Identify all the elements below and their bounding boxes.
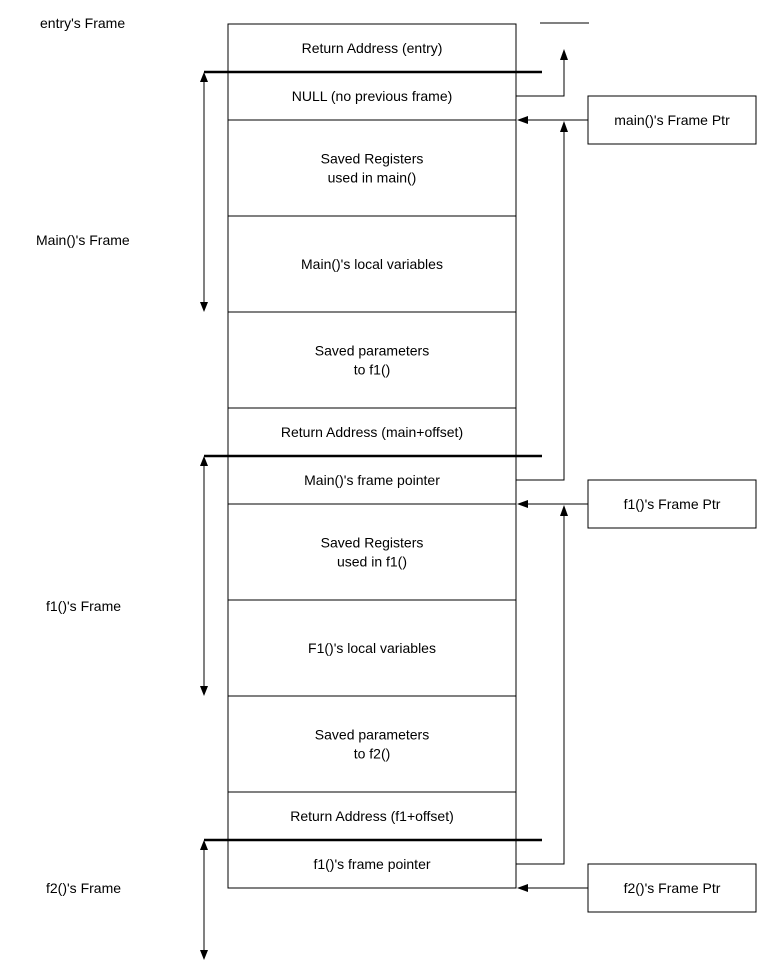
stack-cell-text: used in f1() [337,554,407,570]
stack-cell-text: F1()'s local variables [308,640,436,656]
f2-frame-ptr-arrow [517,884,588,892]
stack-cell-text: Saved parameters [315,343,429,359]
stack-column: Return Address (entry) NULL (no previous … [227,23,517,889]
stack-cell-text: Main()'s frame pointer [304,472,440,488]
stack-cell: Saved parameters to f1() [227,311,517,409]
stack-cell-text: f1()'s frame pointer [313,856,430,872]
stack-cell: NULL (no previous frame) [227,71,517,121]
f2-frame-ptr-label: f2()'s Frame Ptr [624,880,721,896]
stack-cell: Return Address (main+offset) [227,407,517,457]
main-frame-ptr-label: main()'s Frame Ptr [614,112,730,128]
main-frame-ptr-arrow [517,116,588,124]
stack-cell-text: Return Address (main+offset) [281,424,463,440]
stack-cell: Saved Registers used in f1() [227,503,517,601]
stack-cell: Main()'s local variables [227,215,517,313]
f1-frame-pointer-link-arrow [516,505,568,865]
f1-frame-extent-arrow [200,456,208,696]
stack-cell-text: Main()'s local variables [301,256,443,272]
stack-cell-text: used in main() [328,170,417,186]
main-frame-ptr-box: main()'s Frame Ptr [587,95,757,145]
main-frame-extent-arrow [200,72,208,312]
stack-cell: F1()'s local variables [227,599,517,697]
stack-cell-text: to f2() [354,746,391,762]
f1-frame-ptr-box: f1()'s Frame Ptr [587,479,757,529]
stack-cell-text: Saved Registers [321,151,424,167]
f2-frame-extent-arrow [200,840,208,960]
stack-cell: Main()'s frame pointer [227,455,517,505]
f2-frame-ptr-box: f2()'s Frame Ptr [587,863,757,913]
main-frame-label: Main()'s Frame [36,232,130,248]
stack-cell: Return Address (f1+offset) [227,791,517,841]
stack-cell: f1()'s frame pointer [227,839,517,889]
f1-frame-ptr-label: f1()'s Frame Ptr [624,496,721,512]
stack-cell-text: Return Address (entry) [302,40,443,56]
stack-cell-text: NULL (no previous frame) [292,88,453,104]
entry-frame-label: entry's Frame [40,15,125,31]
stack-cell: Return Address (entry) [227,23,517,73]
stack-cell-text: to f1() [354,362,391,378]
f1-frame-label: f1()'s Frame [46,598,121,614]
stack-cell: Saved Registers used in main() [227,119,517,217]
f2-frame-label: f2()'s Frame [46,880,121,896]
main-frame-pointer-link-arrow [516,121,568,481]
stack-cell: Saved parameters to f2() [227,695,517,793]
stack-cell-text: Return Address (f1+offset) [290,808,454,824]
null-link-arrow [516,49,568,97]
stack-cell-text: Saved parameters [315,727,429,743]
f1-frame-ptr-arrow [517,500,588,508]
stack-cell-text: Saved Registers [321,535,424,551]
